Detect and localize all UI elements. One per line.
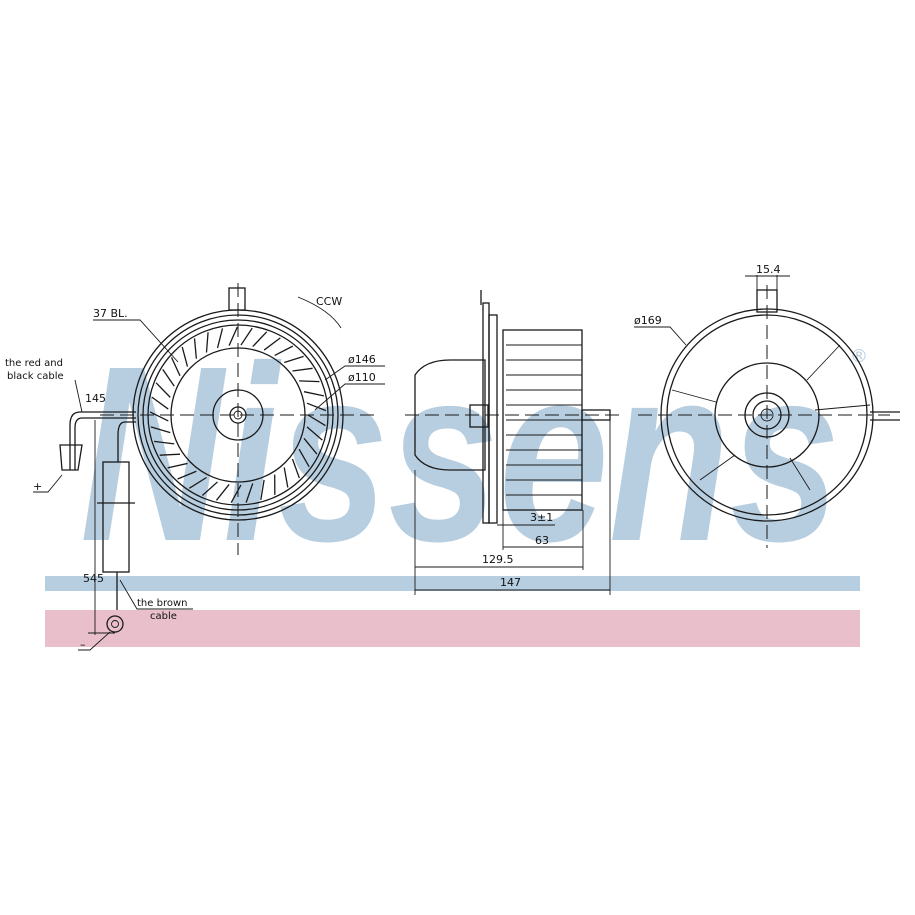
impeller-blade (284, 355, 304, 364)
watermark-text: Nissens (80, 314, 840, 593)
impeller-blade (149, 411, 169, 422)
impeller-blade (306, 426, 323, 441)
wheel-width-dimension: 63 (535, 534, 549, 547)
plus-connector (59, 444, 83, 471)
impeller-blade (292, 367, 313, 372)
impeller-blade (159, 453, 181, 456)
front-view: CCW 37 BL. ø146 ø110 the red and black c… (5, 283, 385, 651)
minus-label: – (80, 638, 86, 651)
impeller-blade (155, 382, 171, 398)
impeller-blade (205, 332, 209, 353)
plus-label: + (33, 480, 42, 493)
registered-mark: ® (850, 346, 868, 367)
rear-view: 15.4 ø169 (634, 263, 900, 548)
rotation-label: CCW (316, 295, 342, 308)
impeller-blade (303, 437, 318, 455)
impeller-blade (215, 484, 230, 501)
impeller-blade (260, 479, 265, 501)
side-view: 3±1 63 129.5 147 (405, 290, 620, 595)
impeller-blade (299, 380, 320, 383)
impeller-blade (230, 484, 242, 504)
impeller-blade (303, 391, 325, 397)
impeller-blade (167, 462, 188, 469)
impeller-blade (188, 476, 207, 489)
impeller-blade (228, 326, 238, 346)
impeller-blade (240, 327, 253, 346)
impeller-blade (216, 328, 224, 349)
rear-diameter-label: ø169 (634, 314, 662, 327)
impeller-blade (306, 402, 327, 412)
blade-count-label: 37 BL. (93, 307, 128, 320)
red-black-cable (69, 411, 136, 470)
ring-terminal (106, 615, 124, 633)
outer-diameter-label: ø146 (348, 353, 376, 366)
impeller-blade (298, 448, 310, 468)
shaft (581, 409, 611, 421)
ccw-arrow (297, 296, 342, 329)
brown-cable-label-1: the brown (137, 598, 187, 609)
cable-length-145: 145 (85, 392, 106, 405)
impeller-blade (181, 346, 189, 367)
impeller-blade (153, 440, 175, 445)
impeller-blade (193, 338, 198, 359)
watermark-pink-band (45, 610, 860, 647)
impeller-blades (149, 326, 327, 504)
impeller-blade (170, 357, 181, 377)
impeller-blade (263, 337, 281, 351)
motor-housing (414, 359, 486, 471)
impeller-blade (245, 483, 254, 503)
impeller-blade (201, 481, 218, 496)
impeller-blade (150, 426, 171, 434)
red-black-cable-label-2: black cable (7, 371, 64, 382)
impeller-blade (177, 470, 197, 480)
impeller-blade (162, 369, 175, 387)
watermark-blue-band (45, 576, 860, 591)
body-length-dimension: 129.5 (482, 553, 514, 566)
cable-length-545: 545 (83, 572, 104, 585)
impeller-blade (252, 331, 268, 348)
resistor-module (102, 461, 130, 573)
impeller-side-blades (506, 344, 582, 496)
overall-length-dimension: 147 (500, 576, 521, 589)
impeller-blade (307, 414, 326, 427)
impeller-blade (283, 467, 289, 488)
red-black-cable-label-1: the red and (5, 358, 63, 369)
brown-cable-label-2: cable (150, 611, 177, 622)
inner-diameter-label: ø110 (348, 371, 376, 384)
impeller-blade (291, 458, 300, 479)
mounting-tab (756, 289, 778, 313)
tab-width-dimension: 15.4 (756, 263, 781, 276)
impeller-blade (151, 396, 169, 410)
impeller-blade (274, 345, 294, 356)
gap-dimension: 3±1 (530, 511, 553, 524)
